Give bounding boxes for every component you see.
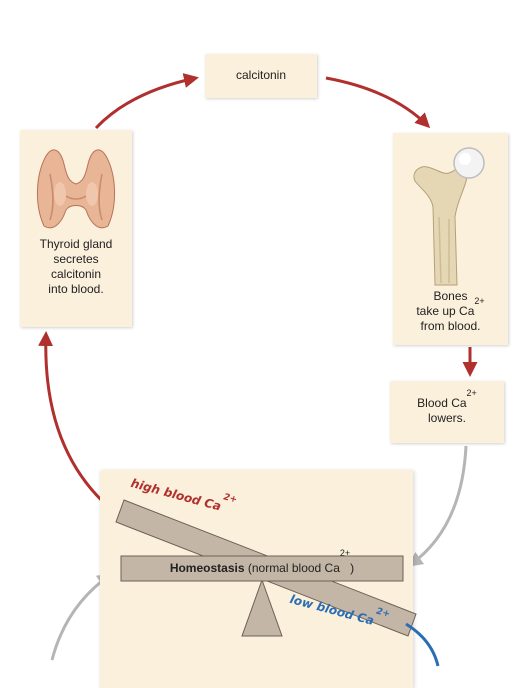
bones-line-2-text: take up Ca [416,304,475,318]
thyroid-line-1: Thyroid gland [39,237,113,251]
thyroid-line-2: secretes [53,252,99,266]
calcitonin-box: calcitonin [205,54,317,98]
high-ion-charge: 2+ [222,492,239,506]
low-ion-charge: 2+ [375,606,391,620]
bones-caption: Bones take up Ca2+ from blood. [393,289,508,334]
thyroid-gland-image [36,149,116,229]
thyroid-line-4: into blood. [48,282,104,296]
blood-line-1: Blood Ca2+ [390,389,504,411]
blood-line-1-text: Blood Ca [417,396,467,410]
blood-ion-charge: 2+ [466,388,477,398]
homeostasis-detail: (normal blood Ca [244,561,340,575]
arrow-thyroid-to-calcitonin [94,73,199,130]
seesaw-fulcrum [241,578,283,637]
homeostasis-title: Homeostasis [169,561,245,575]
bones-box: Bones take up Ca2+ from blood. [393,133,508,345]
homeostasis-label: Homeostasis (normal blood Ca 2+) [121,549,403,581]
bones-line-3: from blood. [420,319,481,333]
thyroid-box: Thyroid gland secretes calcitonin into b… [20,130,132,327]
bones-line-1: Bones [433,289,468,303]
bones-ion-charge: 2+ [474,296,485,306]
blood-caption: Blood Ca2+ lowers. [390,389,504,426]
homeostasis-bar [120,555,404,582]
homeostasis-ion-charge: 2+ [339,548,351,558]
bone-image [413,147,485,286]
blood-lowers-box: Blood Ca2+ lowers. [390,381,504,443]
bones-line-2: take up Ca2+ [393,297,508,319]
thyroid-line-3: calcitonin [50,267,102,281]
arrow-low-calcium [405,622,440,667]
thyroid-caption: Thyroid gland secretes calcitonin into b… [20,237,132,297]
blood-line-2: lowers. [427,411,466,425]
arrow-high-calcium-to-thyroid [38,331,113,512]
homeostasis-detail-close: ) [350,561,355,575]
arrow-blood-to-homeostasis [407,445,468,567]
calcitonin-label: calcitonin [235,68,287,82]
arrow-calcitonin-to-bones [325,76,431,129]
